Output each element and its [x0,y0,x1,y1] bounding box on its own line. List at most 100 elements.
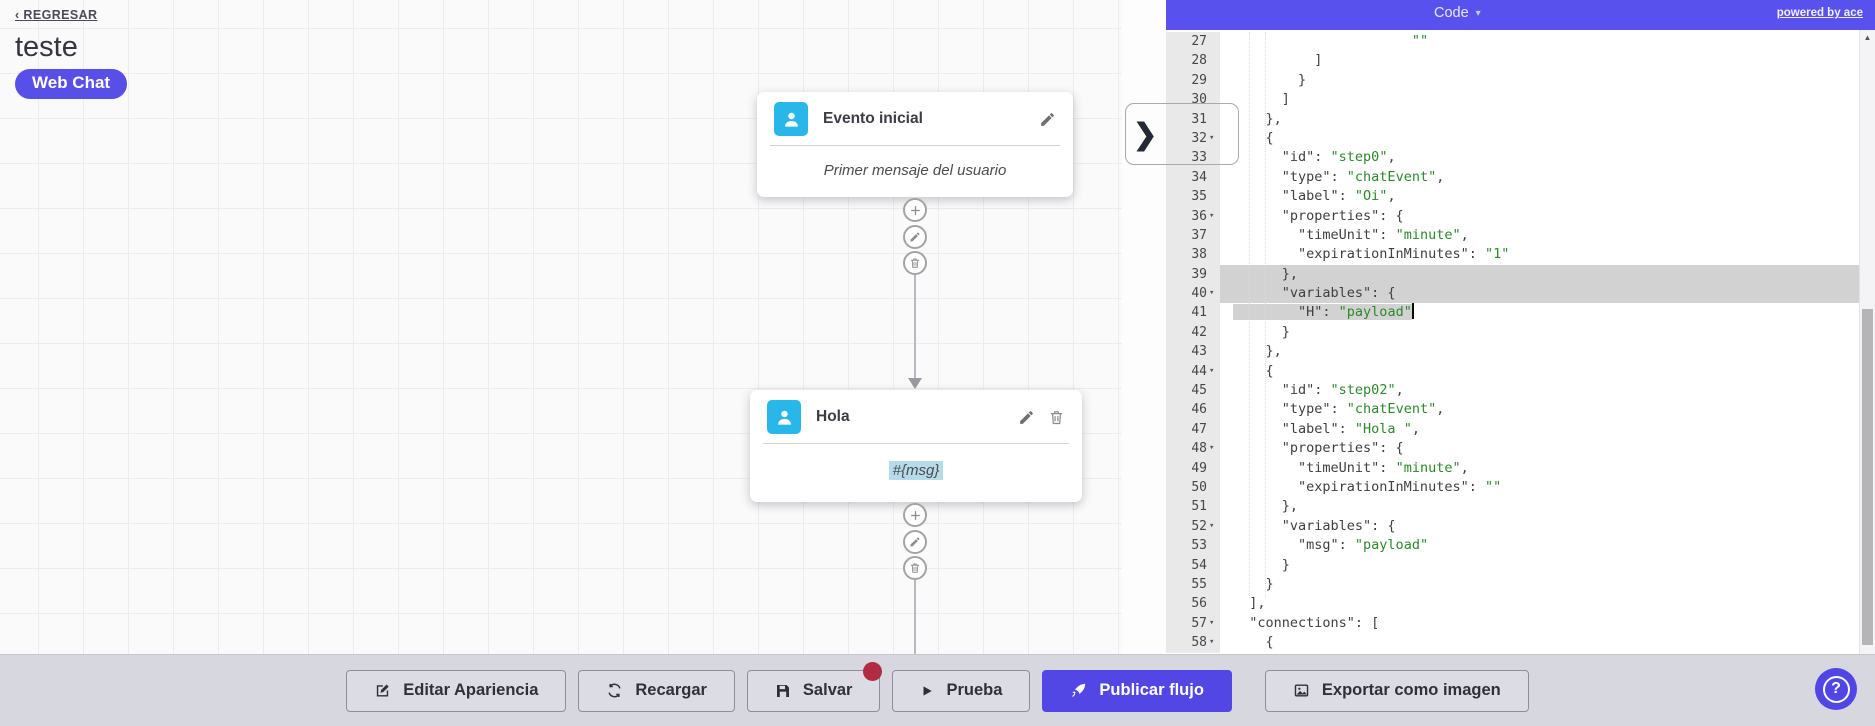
edit-appearance-icon [374,682,391,699]
code-line[interactable]: 31 }, [1166,109,1875,129]
powered-by-ace-link[interactable]: powered by ace [1776,7,1863,19]
add-step-icon[interactable] [903,503,927,527]
node-divider [763,443,1069,444]
code-line[interactable]: 36▾ "properties": { [1166,206,1875,226]
code-line[interactable]: 52▾ "variables": { [1166,516,1875,537]
button-label: Exportar como imagen [1321,681,1501,699]
line-number: 37 [1166,225,1220,246]
delete-node-icon[interactable] [1048,409,1065,426]
code-line[interactable]: 44▾ { [1166,361,1875,382]
code-line[interactable]: 56 ], [1166,594,1875,614]
code-line[interactable]: 40▾ "variables": { [1166,284,1875,304]
code-line[interactable]: 50 "expirationInMinutes": "" [1166,477,1875,498]
user-icon [767,400,801,434]
publish-rocket-icon [1070,682,1087,699]
reload-button[interactable]: Recargar [578,669,735,712]
code-line[interactable]: 30 ] [1166,90,1875,110]
edit-step-icon[interactable] [903,530,927,554]
line-number: 36▾ [1166,206,1220,226]
line-number: 52▾ [1166,516,1220,537]
code-line[interactable]: 49 "timeUnit": "minute", [1166,458,1875,478]
code-line[interactable]: 53 "msg": "payload" [1166,536,1875,556]
code-line[interactable]: 46 "type": "chatEvent", [1166,400,1875,420]
flow-meta: ‹ REGRESAR teste Web Chat [15,6,128,99]
help-button[interactable]: ? [1815,668,1857,710]
edit-node-icon[interactable] [1039,111,1056,128]
code-line[interactable]: 48▾ "properties": { [1166,439,1875,459]
code-line[interactable]: 27 "" [1166,32,1875,52]
line-number: 33 [1166,148,1220,168]
node-divider [770,145,1060,146]
code-editor[interactable]: 27 ""28 ]29 }30 ]31 },32▾ {33 "id": "ste… [1166,30,1875,654]
line-number: 41 [1166,303,1220,323]
delete-step-icon[interactable] [903,251,927,275]
fold-arrow-icon[interactable]: ▾ [1209,520,1215,531]
code-line[interactable]: 29 } [1166,70,1875,91]
node-title: Hola [816,408,850,425]
line-number: 54 [1166,555,1220,575]
delete-step-icon[interactable] [903,556,927,580]
code-mode-dropdown[interactable]: Code ▾ [1434,5,1481,21]
edit-appearance-button[interactable]: Editar Apariencia [346,669,567,712]
button-label: Editar Apariencia [403,681,539,699]
code-line[interactable]: 42 } [1166,322,1875,343]
flow-node-initial-event[interactable]: Evento inicial Primer mensaje del usuari… [757,92,1073,197]
channel-badge: Web Chat [15,69,128,99]
chevron-right-icon: ❯ [1133,118,1158,151]
line-number: 53 [1166,536,1220,556]
line-number: 57▾ [1166,613,1220,634]
fold-arrow-icon[interactable]: ▾ [1209,210,1215,221]
code-panel: Code ▾ powered by ace 27 ""28 ]29 }30 ]3… [1166,0,1875,654]
edit-node-icon[interactable] [1018,409,1035,426]
code-line[interactable]: 58▾ { [1166,633,1875,653]
code-line[interactable]: 28 ] [1166,51,1875,71]
code-line[interactable]: 39 }, [1166,264,1875,285]
code-line[interactable]: 45 "id": "step02", [1166,381,1875,401]
scrollbar-thumb[interactable] [1862,309,1873,645]
line-number: 34 [1166,167,1220,188]
scrollbar-up-arrow[interactable]: ▲ [1863,33,1872,42]
code-line[interactable]: 43 }, [1166,342,1875,362]
fold-arrow-icon[interactable]: ▾ [1209,617,1215,628]
line-number: 32▾ [1166,128,1220,149]
canvas-panel-gap [1122,0,1166,654]
text-cursor [1411,302,1414,319]
code-line[interactable]: 32▾ { [1166,128,1875,149]
button-label: Recargar [635,681,707,699]
code-lines: 27 ""28 ]29 }30 ]31 },32▾ {33 "id": "ste… [1166,30,1875,653]
code-line[interactable]: 55 } [1166,574,1875,595]
code-line[interactable]: 54 } [1166,555,1875,575]
collapse-code-panel-button[interactable]: ❯ [1125,103,1239,165]
code-mode-label: Code [1434,5,1469,21]
fold-arrow-icon[interactable]: ▾ [1209,637,1215,648]
add-step-icon[interactable] [903,198,927,222]
test-button[interactable]: Prueba [892,669,1031,712]
editor-scrollbar[interactable]: ▲ [1859,30,1875,654]
flow-node-hola[interactable]: Hola #{msg} [750,390,1082,502]
export-image-button[interactable]: Exportar como imagen [1264,669,1529,712]
code-line[interactable]: 41 "H": "payload" [1166,302,1875,323]
save-icon [775,683,791,699]
code-line[interactable]: 34 "type": "chatEvent", [1166,167,1875,188]
publish-flow-button[interactable]: Publicar flujo [1042,669,1232,712]
code-line[interactable]: 38 "expirationInMinutes": "1" [1166,245,1875,265]
fold-arrow-icon[interactable]: ▾ [1209,132,1215,143]
code-panel-header: Code ▾ powered by ace [1166,0,1875,30]
code-line[interactable]: 35 "label": "Oi", [1166,187,1875,207]
code-line[interactable]: 51 }, [1166,497,1875,517]
code-line[interactable]: 47 "label": "Hola ", [1166,419,1875,440]
fold-arrow-icon[interactable]: ▾ [1209,443,1215,454]
code-line[interactable]: 57▾ "connections": [ [1166,613,1875,634]
fold-arrow-icon[interactable]: ▾ [1209,288,1215,299]
save-button[interactable]: Salvar [746,661,883,712]
back-link[interactable]: ‹ REGRESAR [15,8,98,22]
edit-step-icon[interactable] [903,225,927,249]
code-line[interactable]: 33 "id": "step0", [1166,148,1875,168]
flow-canvas[interactable]: ‹ REGRESAR teste Web Chat Evento inicial… [0,0,1166,654]
line-number: 29 [1166,70,1220,91]
fold-arrow-icon[interactable]: ▾ [1209,365,1215,376]
connector-line [914,275,916,379]
code-line[interactable]: 37 "timeUnit": "minute", [1166,225,1875,246]
